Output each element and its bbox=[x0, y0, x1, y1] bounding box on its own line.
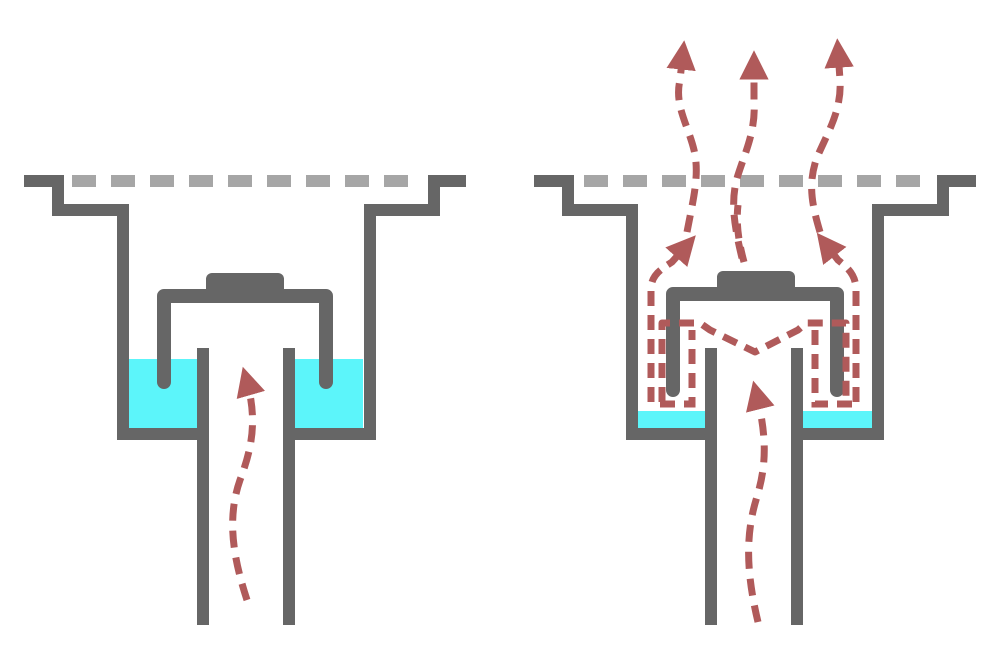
right-gas-arrow-riser-right bbox=[816, 232, 860, 402]
right-gas-path-under-cap bbox=[658, 319, 850, 402]
right-gas-path-inner bbox=[660, 330, 860, 408]
right-gas-arrow-inlet bbox=[745, 380, 775, 623]
right-drain-panel bbox=[534, 38, 976, 625]
left-bell-cap-knob bbox=[206, 273, 284, 297]
right-gas-arrow-escape-right bbox=[808, 38, 854, 233]
right-gas-arrow-escape-left bbox=[666, 40, 700, 233]
right-water-remnant-right bbox=[802, 411, 872, 428]
left-drain-panel bbox=[24, 175, 466, 625]
right-trap-body bbox=[534, 175, 976, 440]
left-trap-body bbox=[24, 175, 466, 440]
right-bell-cap-knob bbox=[717, 271, 795, 295]
right-water-remnant-left bbox=[638, 411, 710, 428]
left-gas-arrow bbox=[229, 366, 265, 602]
right-gas-arrow-riser-left bbox=[647, 235, 696, 402]
right-gas-arrow-escape-center bbox=[730, 50, 769, 259]
